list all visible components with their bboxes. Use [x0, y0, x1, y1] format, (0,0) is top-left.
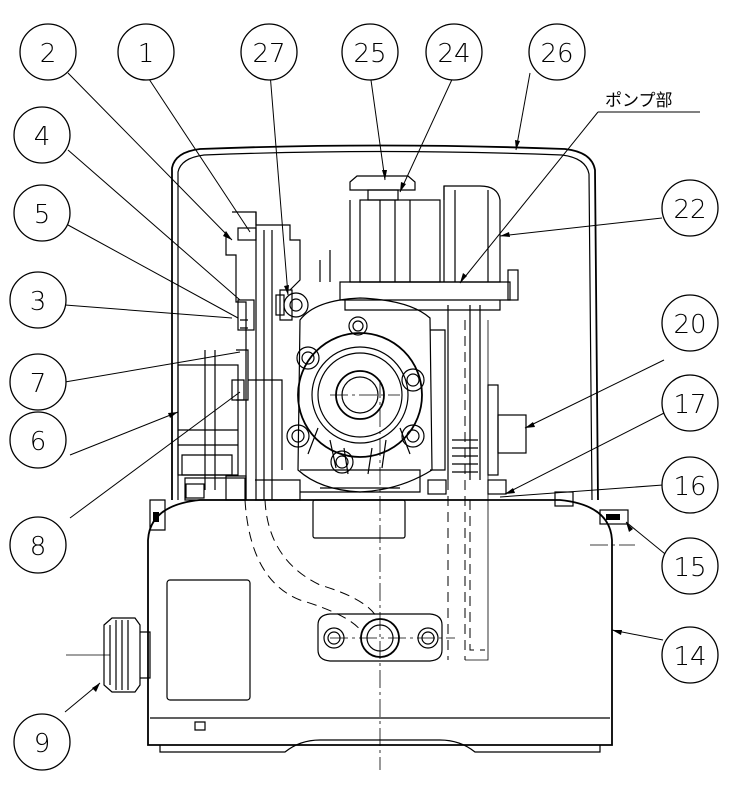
- callout-5: 5: [13, 184, 71, 242]
- air-chamber-unit: [319, 175, 519, 311]
- callout-2: 2: [19, 23, 77, 81]
- callout-25: 25: [341, 23, 399, 81]
- svg-text:14: 14: [673, 642, 706, 672]
- callout-20: 20: [661, 294, 719, 352]
- svg-text:2: 2: [40, 39, 57, 69]
- svg-text:25: 25: [353, 39, 386, 69]
- center-lines: [330, 380, 635, 770]
- leader-lines: [64, 72, 700, 713]
- pressure-gauge-fitting: [66, 617, 151, 693]
- svg-text:4: 4: [34, 122, 51, 152]
- callout-4: 4: [13, 106, 71, 164]
- svg-text:9: 9: [34, 729, 51, 759]
- svg-text:26: 26: [540, 39, 573, 69]
- svg-text:17: 17: [673, 390, 706, 420]
- svg-text:22: 22: [673, 195, 706, 225]
- motor-body: [177, 350, 246, 501]
- callout-24: 24: [425, 23, 483, 81]
- pump-section-label: ポンプ部: [605, 91, 673, 111]
- callout-17: 17: [661, 374, 719, 432]
- svg-text:7: 7: [30, 369, 47, 399]
- callout-22: 22: [661, 179, 719, 237]
- svg-text:8: 8: [30, 532, 47, 562]
- svg-text:15: 15: [673, 553, 706, 583]
- svg-text:16: 16: [673, 472, 706, 502]
- svg-text:20: 20: [673, 310, 706, 340]
- motor-end-bracket: [225, 211, 309, 501]
- pump-casing: [286, 297, 446, 493]
- leader-arrowheads: [92, 140, 633, 692]
- callout-15: 15: [661, 537, 719, 595]
- callout-3: 3: [9, 271, 67, 329]
- svg-text:24: 24: [437, 39, 470, 69]
- callout-14: 14: [661, 626, 719, 684]
- callout-27: 27: [240, 23, 298, 81]
- suction-pipe-right: [447, 305, 527, 480]
- callout-8: 8: [9, 516, 67, 574]
- svg-text:1: 1: [138, 39, 155, 69]
- svg-text:3: 3: [30, 287, 47, 317]
- svg-text:5: 5: [34, 200, 51, 230]
- svg-text:27: 27: [252, 39, 285, 69]
- callout-9: 9: [13, 713, 71, 771]
- callout-26: 26: [528, 23, 586, 81]
- svg-text:6: 6: [30, 427, 47, 457]
- callout-7: 7: [9, 353, 67, 411]
- callout-1: 1: [117, 23, 175, 81]
- callout-6: 6: [9, 411, 67, 469]
- callout-16: 16: [661, 456, 719, 514]
